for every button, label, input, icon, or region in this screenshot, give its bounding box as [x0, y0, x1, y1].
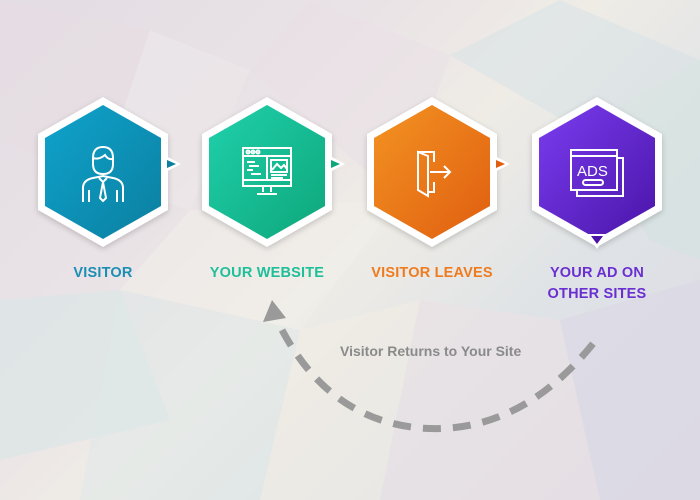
step-label: VISITOR [73, 265, 133, 281]
step-visitor-leaves: VISITOR LEAVES [362, 97, 510, 281]
person-tie-icon [82, 145, 124, 203]
exit-door-icon [417, 150, 452, 198]
step-visitor: VISITOR [33, 97, 181, 281]
step-label: YOUR WEBSITE [209, 265, 325, 281]
step-your-ad-on-other-sites: ADS YOUR AD ON OTHER SITES [527, 97, 667, 302]
website-monitor-icon [242, 147, 292, 195]
ads-window-icon: ADS [570, 149, 624, 197]
step-your-website: YOUR WEBSITE [197, 97, 345, 281]
step-label: VISITOR LEAVES [371, 265, 493, 281]
step-label: YOUR AD ON OTHER SITES [547, 265, 647, 302]
svg-text:ADS: ADS [577, 163, 608, 180]
return-path-label: Visitor Returns to Your Site [340, 343, 522, 359]
